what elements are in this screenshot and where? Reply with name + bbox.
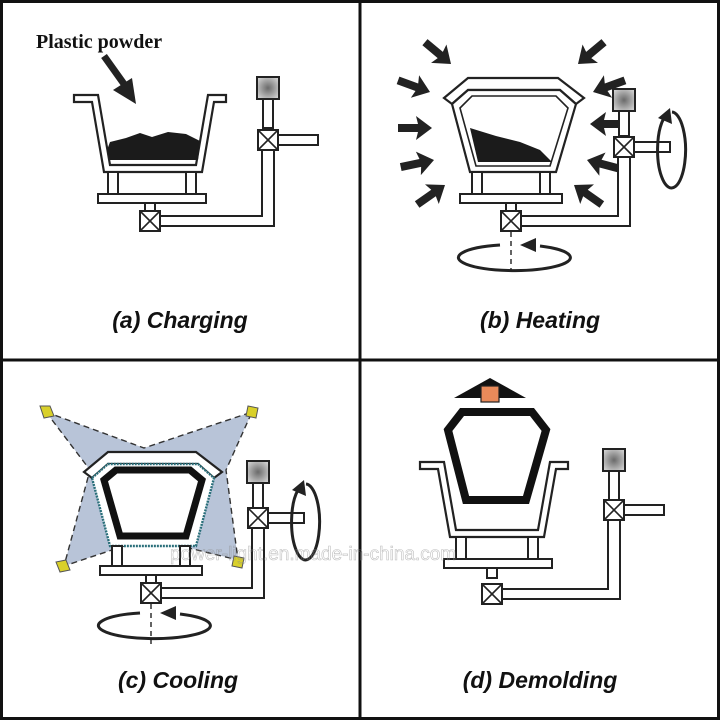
nozzle-bottom-left [55, 559, 71, 573]
rotation-arrow-horizontal-cooling [96, 606, 212, 641]
panel-cooling: (c) Cooling [39, 405, 322, 693]
closed-mold-cooling [82, 450, 224, 576]
lift-arrow [454, 378, 526, 403]
caption-charging: (a) Charging [112, 307, 247, 333]
closed-mold-heating [442, 76, 586, 204]
drive-shaft-demolding [481, 448, 665, 605]
drive-shaft-heating [500, 88, 671, 272]
panel-heating: (b) Heating [393, 32, 688, 333]
open-mold-demolding [418, 408, 570, 569]
caption-heating: (b) Heating [480, 307, 600, 333]
caption-demolding: (d) Demolding [463, 667, 618, 693]
open-mold [72, 93, 228, 204]
plastic-powder-label: Plastic powder [36, 31, 162, 53]
drive-shaft [139, 76, 319, 232]
drive-shaft-cooling [140, 460, 305, 644]
molded-part-demolded [443, 408, 551, 504]
powder-charge [107, 132, 200, 160]
nozzle-top-left [39, 405, 55, 419]
caption-cooling: (c) Cooling [118, 667, 238, 693]
panel-charging: Plastic powder (a) Charging [36, 31, 319, 333]
nozzle-bottom-right [231, 555, 245, 569]
watermark: power-light.en.made-in-china.com [170, 544, 456, 565]
rotation-arrow-vertical-cooling [290, 480, 322, 562]
molded-part-cooling [100, 466, 206, 540]
rotation-arrow-horizontal [456, 238, 572, 273]
demolded-part-marker [480, 385, 500, 403]
nozzle-top-right [245, 405, 259, 419]
panel-demolding: (d) Demolding [418, 378, 665, 693]
powder-arrow [101, 53, 136, 104]
rotation-arrow-vertical [656, 108, 688, 190]
powder-charge-heating [470, 128, 552, 162]
